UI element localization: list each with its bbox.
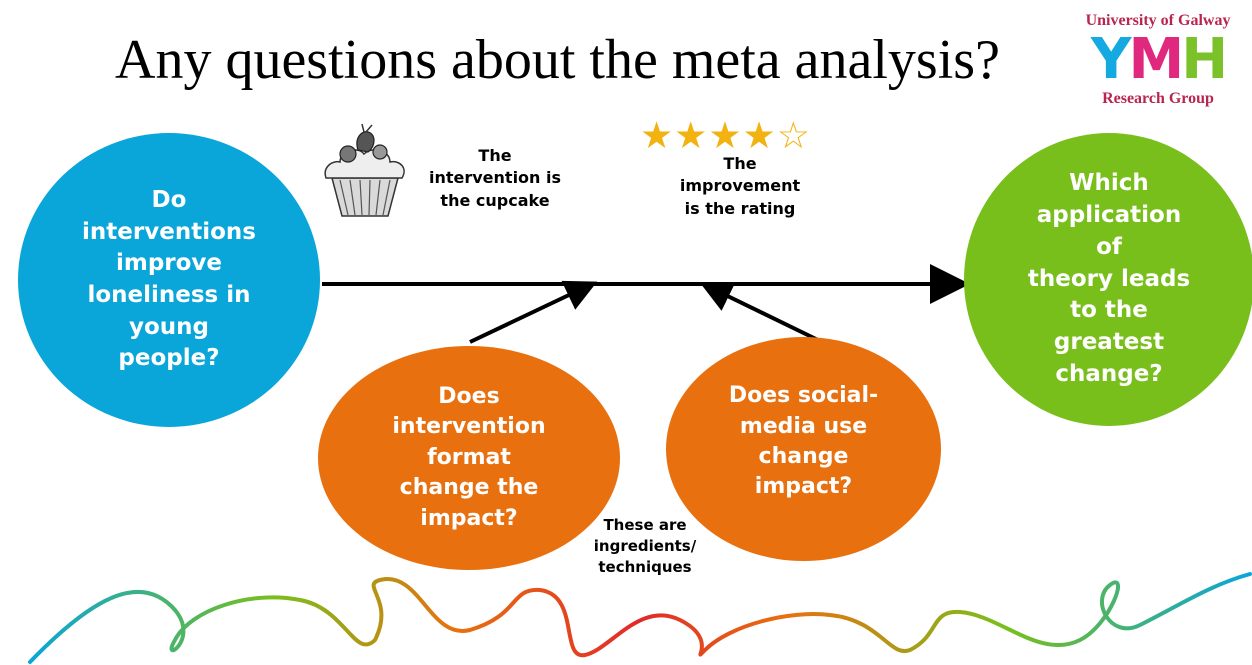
- main-question-text: Do interventions improve loneliness in y…: [82, 186, 256, 372]
- logo-research-group-text: Research Group: [1102, 90, 1214, 107]
- rating-note: The improvement is the rating: [679, 154, 801, 218]
- theory-question-text: Which application of theory leads to the…: [1027, 170, 1191, 387]
- star-rating: ★★★★☆: [640, 114, 811, 157]
- logo-letter-h: H: [1181, 27, 1228, 92]
- empty-star-icon: ☆: [776, 114, 811, 157]
- social-media-question-text: Does social- media use change impact?: [728, 383, 879, 500]
- format-arrow: [469, 280, 598, 344]
- star-icon: ★: [742, 114, 777, 157]
- social-media-question-bubble: Does social- media use change impact?: [666, 337, 941, 561]
- logo-ymh-letters: YMH: [1083, 28, 1233, 92]
- university-logo: University of Galway YMH Research Group: [1078, 12, 1238, 112]
- decorative-wave: [28, 572, 1252, 664]
- star-icon: ★: [708, 114, 743, 157]
- logo-letter-m: M: [1128, 27, 1184, 92]
- logo-letter-y: Y: [1090, 27, 1132, 92]
- social-media-arrow: [699, 282, 819, 342]
- main-question-bubble: Do interventions improve loneliness in y…: [18, 133, 320, 427]
- slide-title: Any questions about the meta analysis?: [115, 29, 1000, 91]
- format-question-text: Does intervention format change the impa…: [392, 384, 546, 531]
- ingredients-note: These are ingredients/ techniques: [593, 516, 697, 576]
- cupcake-icon: [324, 123, 405, 217]
- star-icon: ★: [640, 114, 675, 157]
- theory-question-bubble: Which application of theory leads to the…: [964, 133, 1252, 426]
- cupcake-note: The intervention is the cupcake: [428, 146, 562, 210]
- star-icon: ★: [674, 114, 709, 157]
- format-question-bubble: Does intervention format change the impa…: [318, 346, 620, 570]
- logo-university-text: University of Galway: [1085, 12, 1231, 29]
